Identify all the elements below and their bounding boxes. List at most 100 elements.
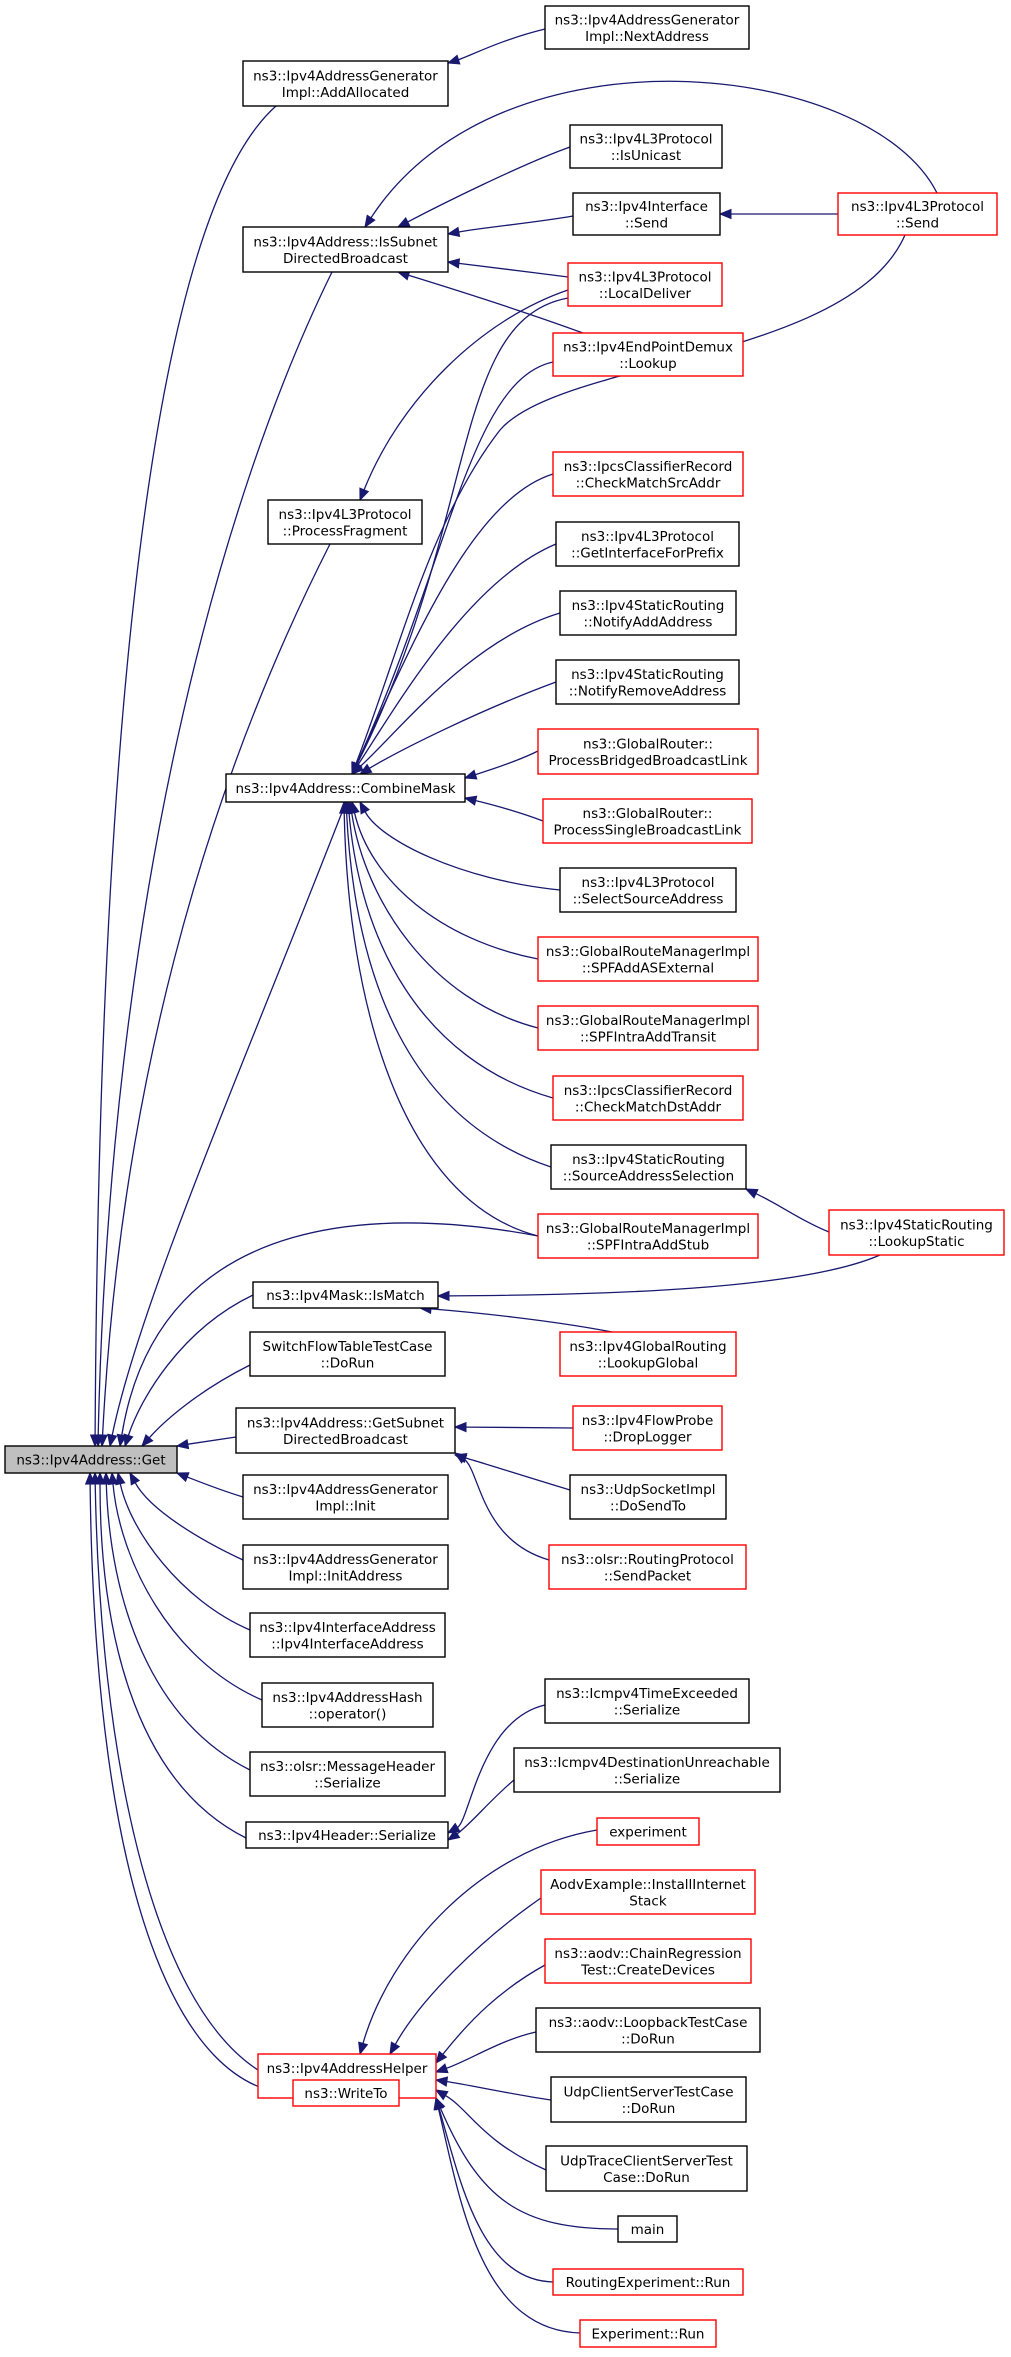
node-nextaddr[interactable]: ns3::Ipv4AddressGeneratorImpl::NextAddre…	[544, 5, 750, 50]
node-box[interactable]	[544, 5, 750, 50]
node-icmptime[interactable]: ns3::Icmpv4TimeExceeded::Serialize	[544, 1678, 750, 1724]
node-addalloc[interactable]: ns3::Ipv4AddressGeneratorImpl::AddAlloca…	[242, 60, 449, 107]
node-box[interactable]	[837, 192, 998, 236]
node-box[interactable]	[828, 1209, 1005, 1256]
node-box[interactable]	[552, 332, 744, 377]
node-box[interactable]	[242, 1474, 449, 1520]
node-getifprefix[interactable]: ns3::Ipv4L3Protocol::GetInterfaceForPref…	[555, 521, 740, 567]
node-getsubnet[interactable]: ns3::Ipv4Address::GetSubnetDirectedBroad…	[235, 1407, 456, 1454]
node-box[interactable]	[252, 1281, 439, 1309]
node-lookupstatic[interactable]: ns3::Ipv4StaticRouting::LookupStatic	[828, 1209, 1005, 1256]
node-box[interactable]	[537, 1213, 759, 1259]
node-droplogger[interactable]: ns3::Ipv4FlowProbe::DropLogger	[572, 1405, 723, 1451]
node-label: ::LookupGlobal	[598, 1355, 699, 1371]
node-box[interactable]	[559, 590, 737, 636]
node-box[interactable]	[261, 1682, 434, 1728]
node-olsrsend[interactable]: ns3::olsr::RoutingProtocol::SendPacket	[548, 1544, 747, 1590]
node-box[interactable]	[559, 867, 737, 913]
node-ipv4hdr[interactable]: ns3::Ipv4Header::Serialize	[245, 1821, 449, 1849]
node-box[interactable]	[242, 226, 449, 273]
node-main[interactable]: main	[617, 2215, 678, 2243]
node-box[interactable]	[245, 1821, 449, 1849]
node-spfstub[interactable]: ns3::GlobalRouteManagerImpl::SPFIntraAdd…	[537, 1213, 759, 1259]
node-box[interactable]	[537, 1005, 759, 1051]
node-box[interactable]	[552, 1075, 744, 1121]
node-selectsrc[interactable]: ns3::Ipv4L3Protocol::SelectSourceAddress	[559, 867, 737, 913]
node-issubnet[interactable]: ns3::Ipv4Address::IsSubnetDirectedBroadc…	[242, 226, 449, 273]
node-spftransit[interactable]: ns3::GlobalRouteManagerImpl::SPFIntraAdd…	[537, 1005, 759, 1051]
node-chainreg[interactable]: ns3::aodv::ChainRegressionTest::CreateDe…	[544, 1938, 752, 1984]
node-box[interactable]	[249, 1751, 446, 1797]
node-box[interactable]	[559, 1331, 737, 1377]
node-geninitaddr[interactable]: ns3::Ipv4AddressGeneratorImpl::InitAddre…	[242, 1544, 449, 1590]
node-box[interactable]	[535, 2007, 761, 2053]
node-box[interactable]	[242, 60, 449, 107]
node-lookupglobal[interactable]: ns3::Ipv4GlobalRouting::LookupGlobal	[559, 1331, 737, 1377]
node-box[interactable]	[267, 499, 423, 545]
node-l3send[interactable]: ns3::Ipv4L3Protocol::Send	[837, 192, 998, 236]
node-olsrhdr[interactable]: ns3::olsr::MessageHeader::Serialize	[249, 1751, 446, 1797]
node-isunicast[interactable]: ns3::Ipv4L3Protocol::IsUnicast	[569, 124, 723, 169]
node-notifyadd[interactable]: ns3::Ipv4StaticRouting::NotifyAddAddress	[559, 590, 737, 636]
node-ismatch[interactable]: ns3::Ipv4Mask::IsMatch	[252, 1281, 439, 1309]
node-box[interactable]	[548, 1544, 747, 1590]
node-box[interactable]	[544, 1938, 752, 1984]
node-loopback[interactable]: ns3::aodv::LoopbackTestCase::DoRun	[535, 2007, 761, 2053]
node-box[interactable]	[555, 521, 740, 567]
node-udpclient[interactable]: UdpClientServerTestCase::DoRun	[550, 2076, 747, 2123]
node-combinemask[interactable]: ns3::Ipv4Address::CombineMask	[225, 773, 466, 803]
node-exprun[interactable]: Experiment::Run	[579, 2319, 717, 2348]
node-notifyremove[interactable]: ns3::Ipv4StaticRouting::NotifyRemoveAddr…	[555, 659, 740, 705]
node-box[interactable]	[540, 1869, 756, 1915]
node-ipcsdst[interactable]: ns3::IpcsClassifierRecord::CheckMatchDst…	[552, 1075, 744, 1121]
node-epdemux[interactable]: ns3::Ipv4EndPointDemux::Lookup	[552, 332, 744, 377]
node-localdeliver[interactable]: ns3::Ipv4L3Protocol::LocalDeliver	[567, 262, 723, 307]
node-hashop[interactable]: ns3::Ipv4AddressHash::operator()	[261, 1682, 434, 1728]
node-box[interactable]	[569, 1474, 727, 1520]
node-ifsend[interactable]: ns3::Ipv4Interface::Send	[572, 192, 721, 236]
node-box[interactable]	[537, 728, 759, 775]
node-box[interactable]	[249, 1331, 446, 1377]
node-box[interactable]	[292, 2079, 400, 2107]
node-box[interactable]	[544, 1678, 750, 1724]
node-box[interactable]	[572, 1405, 723, 1451]
node-box[interactable]	[542, 798, 753, 844]
node-box[interactable]	[550, 1144, 747, 1190]
node-writeto[interactable]: ns3::WriteTo	[292, 2079, 400, 2107]
node-box[interactable]	[225, 773, 466, 803]
node-spfext[interactable]: ns3::GlobalRouteManagerImpl::SPFAddASExt…	[537, 936, 759, 982]
node-box[interactable]	[4, 1445, 178, 1474]
node-box[interactable]	[249, 1612, 446, 1658]
node-box[interactable]	[552, 451, 744, 497]
node-ipcssrc[interactable]: ns3::IpcsClassifierRecord::CheckMatchSrc…	[552, 451, 744, 497]
node-box[interactable]	[569, 124, 723, 169]
node-box[interactable]	[552, 2268, 744, 2296]
node-procfrag[interactable]: ns3::Ipv4L3Protocol::ProcessFragment	[267, 499, 423, 545]
node-switchflow[interactable]: SwitchFlowTableTestCase::DoRun	[249, 1331, 446, 1377]
node-box[interactable]	[555, 659, 740, 705]
node-icmpdest[interactable]: ns3::Icmpv4DestinationUnreachable::Seria…	[513, 1747, 781, 1793]
node-box[interactable]	[572, 192, 721, 236]
node-box[interactable]	[596, 1817, 700, 1846]
node-get[interactable]: ns3::Ipv4Address::Get	[4, 1445, 178, 1474]
node-box[interactable]	[537, 936, 759, 982]
node-box[interactable]	[617, 2215, 678, 2243]
node-box[interactable]	[242, 1544, 449, 1590]
node-box[interactable]	[579, 2319, 717, 2348]
node-srcaddrsel[interactable]: ns3::Ipv4StaticRouting::SourceAddressSel…	[550, 1144, 747, 1190]
edge-ipcsdst-to-combinemask	[343, 800, 554, 1099]
node-dosendto[interactable]: ns3::UdpSocketImpl::DoSendTo	[569, 1474, 727, 1520]
node-box[interactable]	[567, 262, 723, 307]
node-box[interactable]	[235, 1407, 456, 1454]
node-ifaddr[interactable]: ns3::Ipv4InterfaceAddress::Ipv4Interface…	[249, 1612, 446, 1658]
node-box[interactable]	[550, 2076, 747, 2123]
node-box[interactable]	[545, 2145, 748, 2192]
node-singlebcast[interactable]: ns3::GlobalRouter::ProcessSingleBroadcas…	[542, 798, 753, 844]
node-bridged[interactable]: ns3::GlobalRouter::ProcessBridgedBroadca…	[537, 728, 759, 775]
node-experiment[interactable]: experiment	[596, 1817, 700, 1846]
node-box[interactable]	[513, 1747, 781, 1793]
node-routingexp[interactable]: RoutingExperiment::Run	[552, 2268, 744, 2296]
